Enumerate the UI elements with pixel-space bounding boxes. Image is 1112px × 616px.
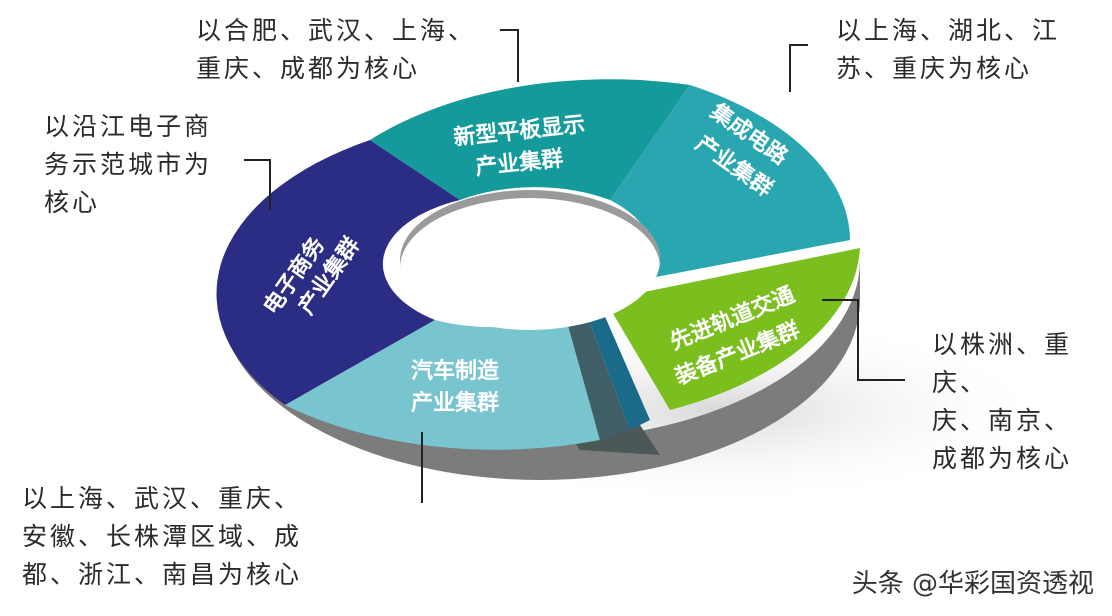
callout-ic: 以上海、湖北、江 苏、重庆为核心 (836, 16, 1061, 83)
callout-display: 以合肥、武汉、上海、 重庆、成都为核心 (196, 16, 477, 83)
callout-ecommerce: 以沿江电子商 务示范城市为 核心 (44, 112, 213, 217)
callout-auto: 以上海、武汉、重庆、 安徽、长株潭区域、成 都、浙江、南昌为核心 (22, 484, 303, 589)
leader-rail (822, 299, 905, 381)
label-auto-line2: 产业集群 (411, 390, 499, 416)
label-auto-line1: 汽车制造 (411, 358, 499, 384)
callout-rail: 以株洲、重庆、 庆、南京、 成都为核心 (932, 330, 1073, 473)
segment-ecommerce (216, 140, 460, 405)
segment-gap-blue (585, 305, 650, 430)
segment-display (370, 79, 690, 200)
leader-ic (789, 44, 808, 92)
ring-top (216, 79, 860, 450)
ring-hole (400, 190, 660, 330)
segment-auto (285, 315, 600, 450)
segment-gap-dark (565, 310, 630, 440)
watermark: 头条 @华彩国资透视 (851, 569, 1094, 599)
leader-ecommerce (244, 159, 271, 210)
segment-rail (605, 248, 860, 410)
leader-display (500, 29, 519, 82)
segment-ic (610, 85, 850, 280)
leader-lines (244, 29, 905, 503)
